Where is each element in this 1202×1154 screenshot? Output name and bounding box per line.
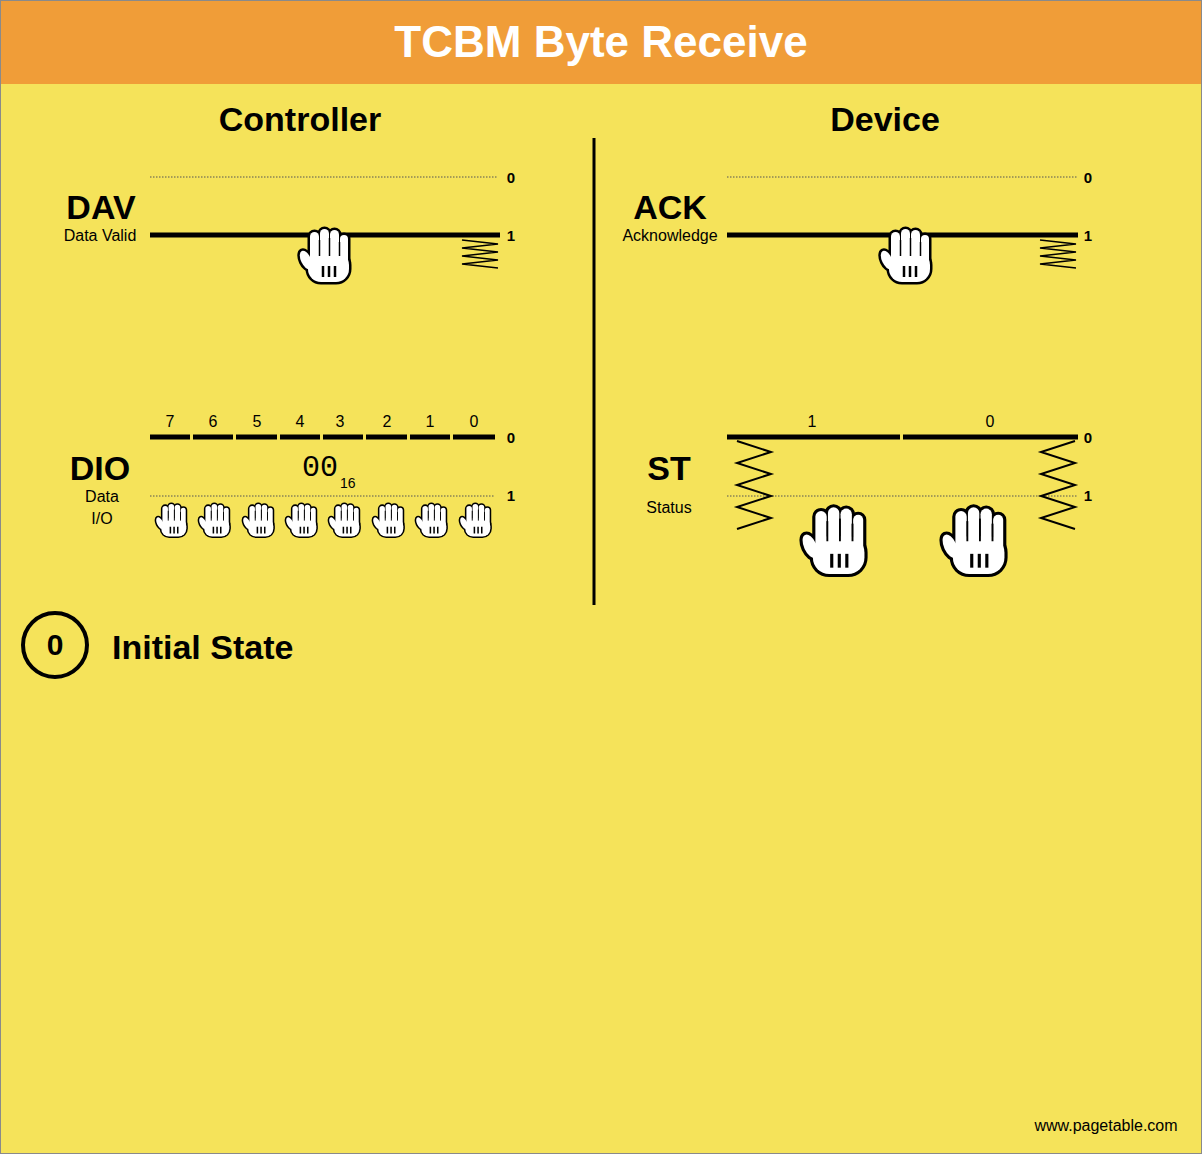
bit-number: 7 xyxy=(166,413,175,431)
level-mark: 0 xyxy=(1084,169,1092,186)
level-mark: 1 xyxy=(507,487,515,504)
watermark: www.pagetable.com xyxy=(1034,1117,1177,1135)
bit-number: 2 xyxy=(383,413,392,431)
section-heading: Controller xyxy=(219,100,381,139)
step-number: 0 xyxy=(47,628,64,662)
bit-number: 1 xyxy=(426,413,435,431)
signal-name: ST xyxy=(647,449,690,488)
bit-number: 4 xyxy=(296,413,305,431)
level-mark: 1 xyxy=(1084,227,1092,244)
step-circle: 0 xyxy=(21,611,89,679)
signal-description: Acknowledge xyxy=(622,227,717,245)
level-mark: 1 xyxy=(1084,487,1092,504)
signal-description: Data Valid xyxy=(64,227,137,245)
diagram-title: TCBM Byte Receive xyxy=(0,0,1202,84)
number-base: 16 xyxy=(340,475,356,491)
level-mark: 0 xyxy=(507,169,515,186)
bit-number: 3 xyxy=(336,413,345,431)
section-heading: Device xyxy=(830,100,940,139)
level-mark: 0 xyxy=(507,429,515,446)
signal-name: DIO xyxy=(70,449,130,488)
data-value: 00 xyxy=(302,451,338,485)
signal-description: Data I/O xyxy=(80,486,124,530)
signal-name: ACK xyxy=(633,188,707,227)
bit-number: 0 xyxy=(470,413,479,431)
signal-description: Status xyxy=(646,499,691,517)
bit-number: 6 xyxy=(209,413,218,431)
bit-number: 1 xyxy=(808,413,817,431)
bit-number: 0 xyxy=(986,413,995,431)
level-mark: 0 xyxy=(1084,429,1092,446)
signal-name: DAV xyxy=(66,188,135,227)
bit-number: 5 xyxy=(253,413,262,431)
level-mark: 1 xyxy=(507,227,515,244)
step-caption: Initial State xyxy=(112,628,293,667)
